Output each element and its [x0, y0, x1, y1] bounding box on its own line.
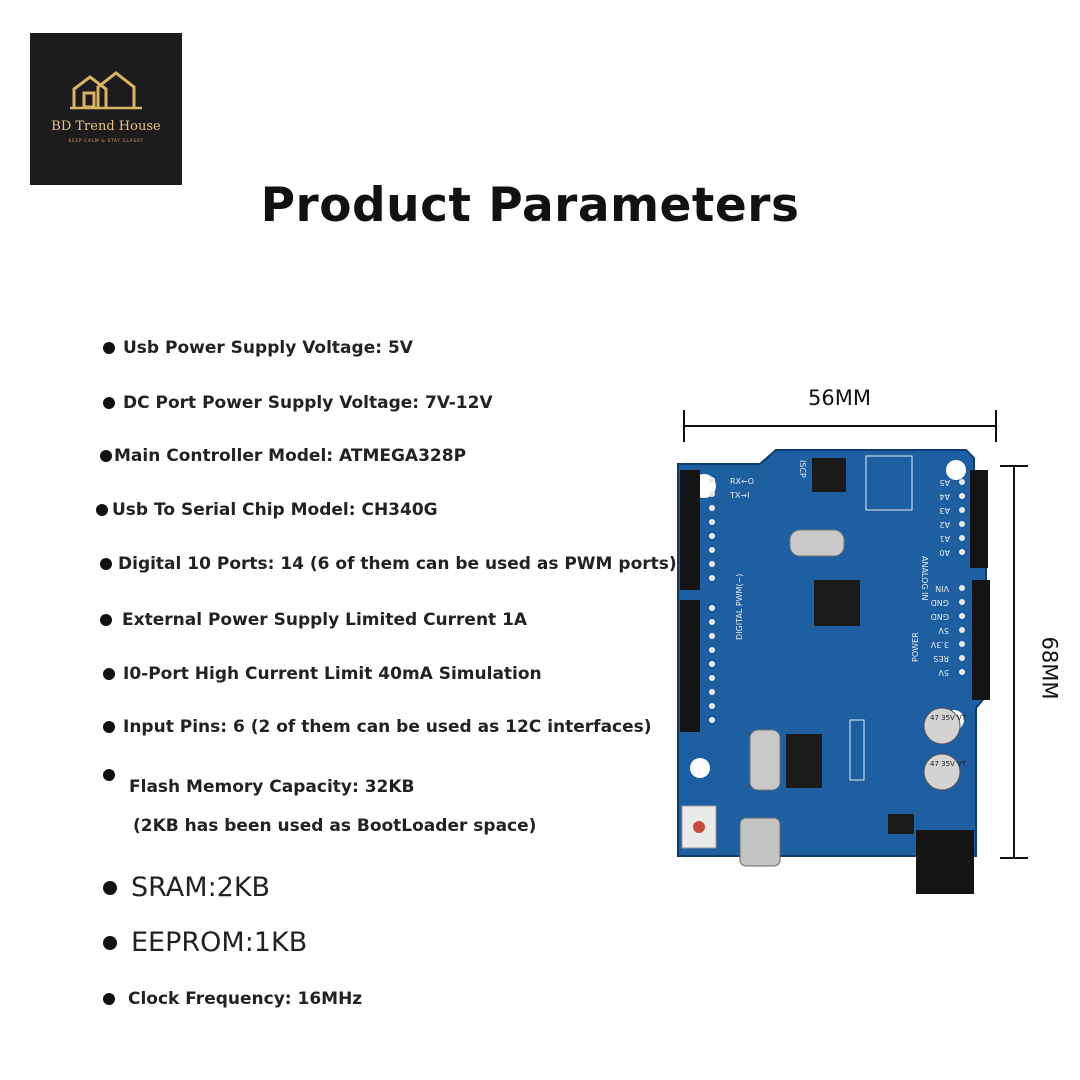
- bullet-icon: [100, 614, 112, 626]
- bullet-icon: [103, 769, 115, 781]
- board-pin-a0: A0: [939, 548, 950, 557]
- board-digital-label: DIGITAL PWM(~): [735, 574, 744, 640]
- board-iscp-label: ISCP: [798, 460, 807, 478]
- spec-input-pins: Input Pins: 6 (2 of them can be used as …: [103, 717, 652, 737]
- bullet-icon: [103, 880, 117, 895]
- board-pin-a2: A2: [939, 520, 950, 529]
- board-pin-a1: A1: [939, 534, 950, 543]
- board-rx-label: RX←O: [730, 477, 754, 486]
- board-cap-2-label: 47 35V VT: [930, 760, 967, 768]
- width-dimension-label: 56MM: [808, 386, 871, 410]
- spec-io-current: I0-Port High Current Limit 40mA Simulati…: [103, 664, 542, 684]
- board-pin-gnd-1: GND: [931, 598, 949, 607]
- spec-eeprom: EEPROM:1KB: [103, 927, 307, 958]
- bullet-icon: [103, 935, 117, 950]
- board-pin-a4: A4: [939, 492, 950, 501]
- height-dimension-label: 68MM: [1037, 636, 1062, 700]
- arduino-board-image: DIGITAL PWM(~) ANALOG IN POWER ISCP RX←O…: [677, 449, 990, 894]
- board-pin-gnd-2: GND: [931, 612, 949, 621]
- board-pin-3v3: 3.3V: [930, 640, 949, 649]
- bullet-icon: [103, 668, 115, 680]
- board-analog-label: ANALOG IN: [920, 556, 929, 601]
- page-title: Product Parameters: [260, 178, 800, 233]
- brand-tagline: KEEP CALM & STAY CLASSY: [68, 139, 144, 144]
- board-pin-vin: VIN: [935, 584, 949, 593]
- board-pin-a5: A5: [939, 478, 950, 487]
- board-pin-5v-2: 5V: [938, 668, 949, 677]
- bullet-icon: [103, 397, 115, 409]
- height-dimension-line: [1000, 465, 1028, 859]
- spec-controller: Main Controller Model: ATMEGA328P: [100, 446, 466, 466]
- spec-dc-voltage: DC Port Power Supply Voltage: 7V-12V: [103, 393, 493, 413]
- board-cap-1-label: 47 35V VT: [930, 714, 967, 722]
- spec-usb-voltage: Usb Power Supply Voltage: 5V: [103, 338, 413, 358]
- bullet-icon: [103, 342, 115, 354]
- bullet-icon: [96, 504, 108, 516]
- dimension-lines: [683, 410, 997, 442]
- board-pin-5v: 5V: [938, 626, 949, 635]
- brand-name: BD Trend House: [51, 119, 161, 134]
- bullet-icon: [103, 721, 115, 733]
- spec-sram: SRAM:2KB: [103, 872, 270, 903]
- bullet-icon: [103, 993, 115, 1005]
- brand-logo: BD Trend House KEEP CALM & STAY CLASSY: [30, 33, 182, 185]
- spec-digital-ports: Digital 10 Ports: 14 (6 of them can be u…: [100, 554, 677, 574]
- board-pin-res: RES: [933, 654, 949, 663]
- spec-serial-chip: Usb To Serial Chip Model: CH340G: [96, 500, 438, 520]
- bullet-icon: [100, 558, 112, 570]
- spec-clock: Clock Frequency: 16MHz: [103, 989, 362, 1009]
- spec-flash: Flash Memory Capacity: 32KB: [129, 777, 415, 797]
- house-icon: [70, 71, 142, 110]
- board-tx-label: TX→I: [729, 491, 749, 500]
- spec-external-current: External Power Supply Limited Current 1A: [100, 610, 527, 630]
- board-power-label: POWER: [911, 632, 920, 662]
- bullet-icon: [100, 450, 112, 462]
- spec-flash-note: (2KB has been used as BootLoader space): [133, 816, 537, 836]
- board-pin-a3: A3: [939, 506, 950, 515]
